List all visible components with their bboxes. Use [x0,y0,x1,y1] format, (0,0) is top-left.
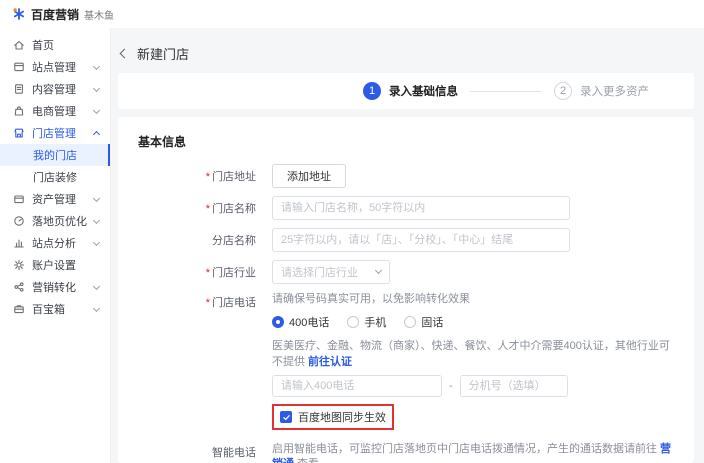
sidebar-item-marketing-conversion[interactable]: 营销转化 [0,276,110,298]
step-1-circle: 1 [363,82,381,100]
content-manage-icon [13,83,25,95]
step-1: 1 录入基础信息 [363,82,458,100]
sidebar-item-account-settings[interactable]: 账户设置 [0,254,110,276]
brand-logo-icon [12,7,26,21]
page-header: 新建门店 [118,44,694,63]
chevron-down-icon [92,194,101,202]
sidebar-item-asset-manage[interactable]: 资产管理 [0,188,110,210]
sidebar-item-content-manage[interactable]: 内容管理 [0,78,110,100]
chevron-down-icon [92,106,101,114]
chevron-down-icon [92,304,101,312]
form-row-store-name: *门店名称 [138,196,674,220]
section-title-basic-info: 基本信息 [138,135,187,149]
form-row-industry: *门店行业 请选择门店行业 [138,260,674,284]
go-certify-link[interactable]: 前往认证 [308,356,352,368]
map-sync-highlight-box: 百度地图同步生效 [272,404,394,430]
sidebar-item-store-decoration[interactable]: 门店装修 [33,172,77,184]
phone-dash: - [449,380,453,392]
chevron-down-icon [374,266,383,275]
check-icon [282,414,290,420]
radio-selected-icon [272,316,284,328]
industry-label: *门店行业 [205,267,256,279]
step-2-circle: 2 [554,82,572,100]
home-icon [13,39,25,51]
form-row-phone: *门店电话 请确保号码真实可用，以免影响转化效果 400电话 手机 [138,292,674,430]
branch-name-label: 分店名称 [212,235,256,247]
back-icon[interactable] [119,48,130,59]
chevron-down-icon [92,216,101,224]
chevron-down-icon [92,84,101,92]
brand-suffix: 基木鱼 [84,10,115,22]
phone-ext-input[interactable] [459,375,568,397]
phone-tip: 请确保号码真实可用，以免影响转化效果 [272,293,470,305]
chevron-down-icon [92,238,101,246]
sidebar-item-landing-optimize[interactable]: 落地页优化 [0,210,110,232]
store-name-input[interactable] [272,196,570,220]
form-row-branch-name: 分店名称 [138,228,674,252]
page-title: 新建门店 [137,47,190,62]
sidebar-item-home[interactable]: 首页 [0,34,110,56]
smart-phone-desc: 启用智能电话，可监控门店落地页中门店电话拨通情况，产生的通话数据请前往营销通查看 [272,442,674,463]
sidebar-item-my-stores[interactable]: 我的门店 [0,144,110,166]
marketing-tong-link[interactable]: 营销通 [272,443,671,463]
industry-select[interactable]: 请选择门店行业 [272,260,390,284]
store-name-label: *门店名称 [205,203,256,215]
address-label: *门店地址 [205,171,256,183]
radio-400-phone[interactable]: 400电话 [272,314,329,330]
step-connector [470,90,542,92]
add-address-button[interactable]: 添加地址 [272,164,346,188]
sidebar-item-store-manage[interactable]: 门店管理 [0,122,110,144]
asset-manage-icon [13,193,25,205]
cert-note: 医美医疗、金融、物流（商家）、快递、餐饮、人才中介需要400认证，其他行业可不提… [272,340,670,368]
stepper: 1 录入基础信息 2 录入更多资产 [118,73,694,109]
site-analysis-icon [13,237,25,249]
sidebar-item-site-manage[interactable]: 站点管理 [0,56,110,78]
step-2: 2 录入更多资产 [554,82,649,100]
store-manage-icon [13,127,25,139]
marketing-conversion-icon [13,281,25,293]
radio-unselected-icon [347,316,360,328]
phone-label: *门店电话 [205,297,256,309]
form-row-smart-phone: 智能电话 启用智能电话，可监控门店落地页中门店电话拨通情况，产生的通话数据请前往… [138,442,674,463]
form-row-address: *门店地址 添加地址 [138,164,674,188]
sidebar-item-toolbox[interactable]: 百宝箱 [0,298,110,320]
brand-name: 百度营销 [31,7,80,22]
map-sync-checkbox[interactable] [280,411,292,423]
phone-400-input[interactable] [272,375,442,397]
radio-unselected-icon [404,316,417,328]
sidebar: 首页 站点管理 内容管理 电商管理 门 [0,28,111,463]
landing-optimize-icon [13,215,25,227]
step-1-label: 录入基础信息 [389,86,458,98]
phone-type-radio-group: 400电话 手机 固话 [272,314,674,330]
top-bar: 百度营销 基木鱼 [0,0,704,28]
radio-landline[interactable]: 固话 [404,314,443,330]
chevron-down-icon [92,282,101,290]
new-store-form: 基本信息 *门店地址 添加地址 *门店名称 [118,117,694,463]
account-settings-icon [13,259,25,271]
chevron-down-icon [92,62,101,70]
radio-mobile[interactable]: 手机 [347,314,386,330]
main-content: 新建门店 1 录入基础信息 2 录入更多资产 基本信息 *门店地址 [111,28,704,463]
chevron-up-icon [92,130,101,138]
step-2-label: 录入更多资产 [580,86,649,98]
sidebar-item-site-analysis[interactable]: 站点分析 [0,232,110,254]
site-manage-icon [13,61,25,73]
map-sync-label: 百度地图同步生效 [298,412,386,424]
ecommerce-icon [13,105,25,117]
sidebar-item-ecommerce-manage[interactable]: 电商管理 [0,100,110,122]
smart-phone-label: 智能电话 [212,447,256,459]
branch-name-input[interactable] [272,228,570,252]
phone-inputs: - [272,375,674,397]
toolbox-icon [13,303,25,315]
